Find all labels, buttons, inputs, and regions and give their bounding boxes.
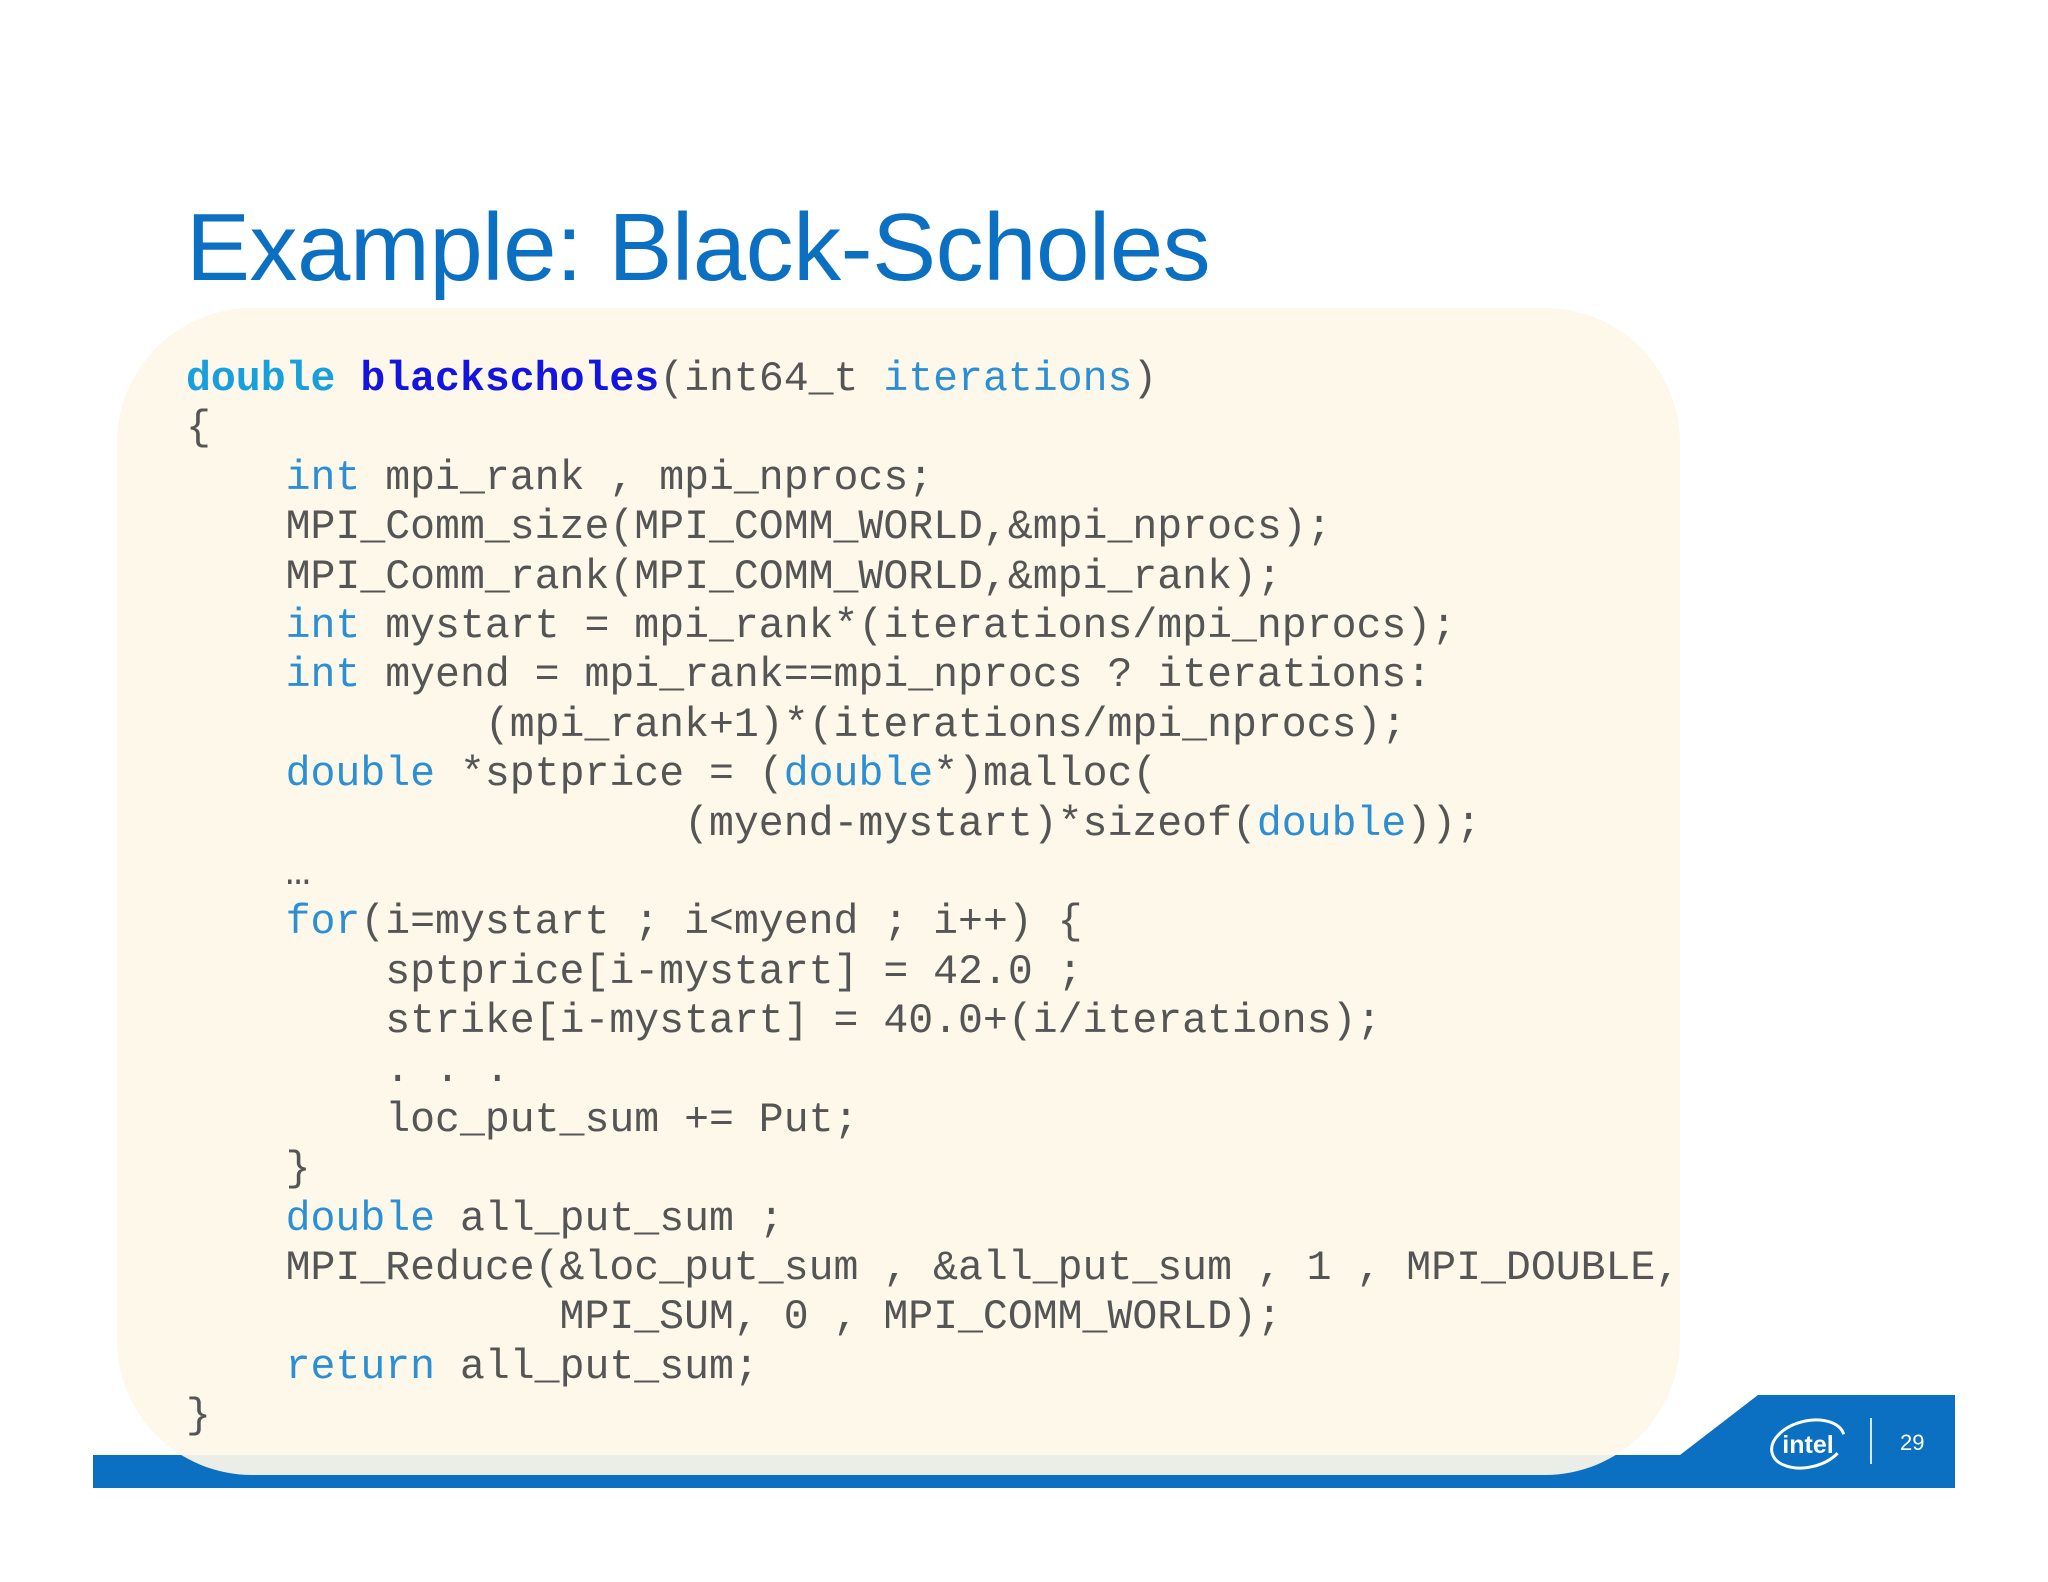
code-keyword: double [186, 356, 336, 403]
code-line: int myend = mpi_rank==mpi_nprocs ? itera… [186, 651, 1680, 700]
code-token: . . . [186, 1047, 510, 1095]
code-line: … [186, 849, 1680, 898]
code-line: MPI_Comm_size(MPI_COMM_WORLD,&mpi_nprocs… [186, 503, 1680, 552]
code-token [186, 455, 286, 502]
code-token [186, 603, 286, 650]
code-panel [117, 308, 1680, 1475]
code-token: } [186, 1146, 311, 1194]
code-token [186, 899, 286, 946]
code-token: MPI_Comm_rank(MPI_COMM_WORLD,&mpi_rank); [186, 553, 1282, 601]
intel-logo-icon: intel [1770, 1418, 1846, 1470]
page-number: 29 [1900, 1430, 1925, 1455]
code-line: } [186, 1145, 1680, 1194]
code-token: )); [1406, 800, 1482, 848]
code-token [186, 652, 286, 699]
code-line: double all_put_sum ; [186, 1195, 1680, 1244]
code-line: int mpi_rank , mpi_nprocs; [186, 454, 1680, 503]
code-block: double blackscholes(int64_t iterations){… [186, 355, 1680, 1442]
code-token: all_put_sum ; [435, 1195, 784, 1243]
code-token: loc_put_sum += Put; [186, 1096, 859, 1144]
code-line: (mpi_rank+1)*(iterations/mpi_nprocs); [186, 701, 1680, 750]
code-line: } [186, 1392, 1680, 1441]
code-token [186, 1196, 286, 1243]
footer-divider [1870, 1418, 1872, 1464]
code-token: mystart = mpi_rank*(iterations/mpi_nproc… [360, 602, 1457, 650]
code-token: sptprice[i-mystart] = 42.0 ; [186, 948, 1083, 996]
code-line: . . . [186, 1046, 1680, 1095]
code-token: *sptprice = ( [435, 751, 784, 799]
code-line: double *sptprice = (double*)malloc( [186, 750, 1680, 799]
code-token: (mpi_rank+1)*(iterations/mpi_nprocs); [186, 701, 1407, 749]
code-keyword: iterations [883, 356, 1133, 403]
code-keyword: int [285, 454, 361, 502]
slide-title: Example: Black-Scholes [186, 194, 1211, 301]
code-function-name: blackscholes [360, 356, 660, 403]
code-token: (int64_t [659, 356, 884, 403]
code-token: MPI_Reduce(&loc_put_sum , &all_put_sum ,… [186, 1245, 1681, 1293]
code-keyword: for [285, 899, 361, 947]
code-line: MPI_Comm_rank(MPI_COMM_WORLD,&mpi_rank); [186, 553, 1680, 602]
code-token: } [186, 1393, 211, 1441]
code-token: myend = mpi_rank==mpi_nprocs ? iteration… [360, 652, 1432, 700]
code-token: strike[i-mystart] = 40.0+(i/iterations); [186, 998, 1382, 1046]
code-token: ) [1132, 356, 1158, 403]
code-line: double blackscholes(int64_t iterations) [186, 355, 1680, 404]
code-keyword: double [285, 751, 436, 799]
code-token: MPI_Comm_size(MPI_COMM_WORLD,&mpi_nprocs… [186, 504, 1332, 552]
code-token: … [186, 849, 311, 897]
code-keyword: int [285, 602, 361, 650]
code-keyword: return [285, 1343, 436, 1391]
code-token: (i=mystart ; i<myend ; i++) { [360, 899, 1083, 947]
code-token: (myend-mystart)*sizeof( [186, 800, 1257, 848]
code-line: return all_put_sum; [186, 1343, 1680, 1392]
code-line: for(i=mystart ; i<myend ; i++) { [186, 898, 1680, 947]
code-line: MPI_Reduce(&loc_put_sum , &all_put_sum ,… [186, 1244, 1681, 1293]
code-line: (myend-mystart)*sizeof(double)); [186, 800, 1680, 849]
code-line: { [186, 404, 1680, 453]
code-line: strike[i-mystart] = 40.0+(i/iterations); [186, 997, 1680, 1046]
code-line: sptprice[i-mystart] = 42.0 ; [186, 948, 1680, 997]
code-token: all_put_sum; [435, 1343, 759, 1391]
code-keyword: int [285, 652, 361, 700]
code-token [186, 751, 286, 798]
code-token [335, 356, 360, 403]
code-token: mpi_rank , mpi_nprocs; [360, 454, 934, 502]
code-line: MPI_SUM, 0 , MPI_COMM_WORLD); [186, 1293, 1680, 1342]
code-keyword: double [1256, 800, 1407, 848]
code-keyword: double [285, 1195, 436, 1243]
code-token: MPI_SUM, 0 , MPI_COMM_WORLD); [186, 1294, 1282, 1342]
code-token: { [186, 405, 211, 453]
code-line: int mystart = mpi_rank*(iterations/mpi_n… [186, 602, 1680, 651]
intel-logo-text: intel [1782, 1431, 1833, 1459]
code-token: *)malloc( [933, 751, 1158, 799]
code-keyword: double [783, 751, 934, 799]
code-token [186, 1344, 286, 1391]
code-line: loc_put_sum += Put; [186, 1096, 1680, 1145]
